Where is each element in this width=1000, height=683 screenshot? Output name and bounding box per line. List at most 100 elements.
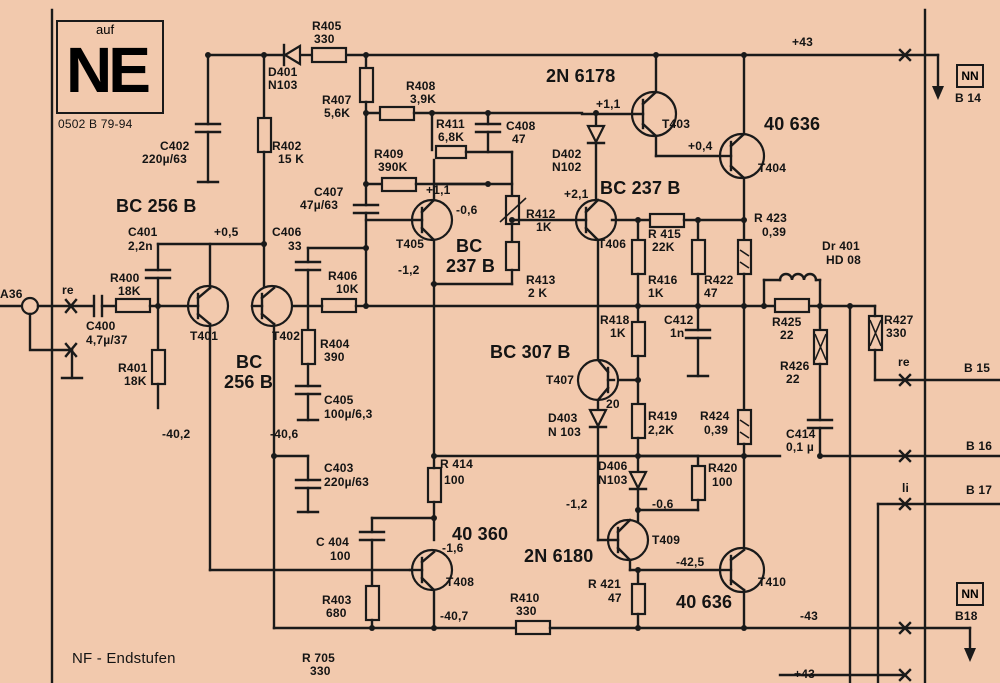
re-label-input: re bbox=[62, 283, 74, 297]
r405-ref: R405 bbox=[312, 19, 342, 33]
r421-value: 47 bbox=[608, 591, 622, 605]
r408-ref: R408 bbox=[406, 79, 436, 93]
rail-bottom-voltage: -43 bbox=[800, 609, 818, 623]
r424-ref: R424 bbox=[700, 409, 730, 423]
c404-value: 100 bbox=[330, 549, 351, 563]
voltage-minus06-t409: -0,6 bbox=[652, 497, 674, 511]
r400-ref: R400 bbox=[110, 271, 140, 285]
voltage-plus04: +0,4 bbox=[688, 139, 713, 153]
c403-value: 220µ/63 bbox=[324, 475, 370, 489]
t401-type: BC 256 B bbox=[116, 196, 197, 216]
c403-ref: C403 bbox=[324, 461, 354, 475]
c407-ref: C407 bbox=[314, 185, 344, 199]
c405-value: 100µ/6,3 bbox=[324, 407, 373, 421]
voltage-minus12-t405: -1,2 bbox=[398, 263, 420, 277]
t401-ref: T401 bbox=[190, 329, 219, 343]
r413-value: 2 K bbox=[528, 286, 548, 300]
voltage-plus21: +2,1 bbox=[564, 187, 589, 201]
c412-value: 1n bbox=[670, 326, 685, 340]
c412-ref: C412 bbox=[664, 313, 694, 327]
r421-ref: R 421 bbox=[588, 577, 622, 591]
connector-label-b15: B 15 bbox=[964, 361, 991, 375]
d406-ref: D406 bbox=[598, 459, 628, 473]
r402-value: 15 K bbox=[278, 152, 305, 166]
c407-value: 47µ/63 bbox=[300, 198, 339, 212]
voltage-20: 20 bbox=[606, 397, 620, 411]
voltage-minus16: -1,6 bbox=[442, 541, 464, 555]
d401-value: N103 bbox=[268, 78, 298, 92]
d402-value: N102 bbox=[552, 160, 582, 174]
t404-type: 40 636 bbox=[764, 114, 821, 134]
r416-value: 1K bbox=[648, 286, 664, 300]
r410-value: 330 bbox=[516, 604, 537, 618]
connector-label-b16: B 16 bbox=[966, 439, 993, 453]
dr401-value: HD 08 bbox=[826, 253, 862, 267]
c406-ref: C406 bbox=[272, 225, 302, 239]
voltage-minus425: -42,5 bbox=[676, 555, 705, 569]
r415-ref: R 415 bbox=[648, 227, 682, 241]
t403-type: 2N 6178 bbox=[546, 66, 616, 86]
voltage-minus12-t409: -1,2 bbox=[566, 497, 588, 511]
brand-box: auf NE bbox=[56, 20, 164, 114]
t409-type: 2N 6180 bbox=[524, 546, 594, 566]
r418-value: 1K bbox=[610, 326, 626, 340]
r705-ref: R 705 bbox=[302, 651, 336, 665]
t405-type-line1: BC bbox=[456, 236, 483, 256]
t410-ref: T410 bbox=[758, 575, 787, 589]
rail-bottom-voltage-2: +43 bbox=[794, 667, 815, 681]
c408-ref: C408 bbox=[506, 119, 536, 133]
r426-value: 22 bbox=[786, 372, 800, 386]
c404-ref: C 404 bbox=[316, 535, 350, 549]
r422-ref: R422 bbox=[704, 273, 734, 287]
r411-value: 6,8K bbox=[438, 130, 465, 144]
r414-value: 100 bbox=[444, 473, 465, 487]
t410-type: 40 636 bbox=[676, 592, 733, 612]
t402-type-line2: 256 B bbox=[224, 372, 274, 392]
d401-ref: D401 bbox=[268, 65, 298, 79]
r401-ref: R401 bbox=[118, 361, 148, 375]
r419-ref: R419 bbox=[648, 409, 678, 423]
connector-box-b18: NN bbox=[956, 582, 984, 606]
c400-ref: C400 bbox=[86, 319, 116, 333]
r413-ref: R413 bbox=[526, 273, 556, 287]
d403-ref: D403 bbox=[548, 411, 578, 425]
voltage-minus06-t405: -0,6 bbox=[456, 203, 478, 217]
r409-value: 390K bbox=[378, 160, 408, 174]
t407-type: BC 307 B bbox=[490, 342, 571, 362]
voltage-minus407: -40,7 bbox=[440, 609, 469, 623]
r404-value: 390 bbox=[324, 350, 345, 364]
voltage-minus406: -40,6 bbox=[270, 427, 299, 441]
r427-ref: R427 bbox=[884, 313, 914, 327]
r404-ref: R404 bbox=[320, 337, 350, 351]
r419-value: 2,2K bbox=[648, 423, 675, 437]
r426-ref: R426 bbox=[780, 359, 810, 373]
r416-ref: R416 bbox=[648, 273, 678, 287]
t404-ref: T404 bbox=[758, 161, 787, 175]
c414-ref: C414 bbox=[786, 427, 816, 441]
rail-top-voltage: +43 bbox=[792, 35, 813, 49]
r427-value: 330 bbox=[886, 326, 907, 340]
c401-ref: C401 bbox=[128, 225, 158, 239]
t402-ref: T402 bbox=[272, 329, 301, 343]
t408-type: 40 360 bbox=[452, 524, 509, 544]
r425-ref: R425 bbox=[772, 315, 802, 329]
brand-sub-label: auf bbox=[96, 22, 115, 37]
d402-ref: D402 bbox=[552, 147, 582, 161]
r422-value: 47 bbox=[704, 286, 718, 300]
r410-ref: R410 bbox=[510, 591, 540, 605]
r401-value: 18K bbox=[124, 374, 147, 388]
r408-value: 3,9K bbox=[410, 92, 437, 106]
voltage-plus05: +0,5 bbox=[214, 225, 239, 239]
t402-type-line1: BC bbox=[236, 352, 263, 372]
c402-ref: C402 bbox=[160, 139, 190, 153]
c405-ref: C405 bbox=[324, 393, 354, 407]
section-title: NF - Endstufen bbox=[72, 650, 176, 667]
c406-value: 33 bbox=[288, 239, 302, 253]
r420-ref: R420 bbox=[708, 461, 738, 475]
t405-ref: T405 bbox=[396, 237, 425, 251]
t408-ref: T408 bbox=[446, 575, 475, 589]
r403-value: 680 bbox=[326, 606, 347, 620]
r409-ref: R409 bbox=[374, 147, 404, 161]
